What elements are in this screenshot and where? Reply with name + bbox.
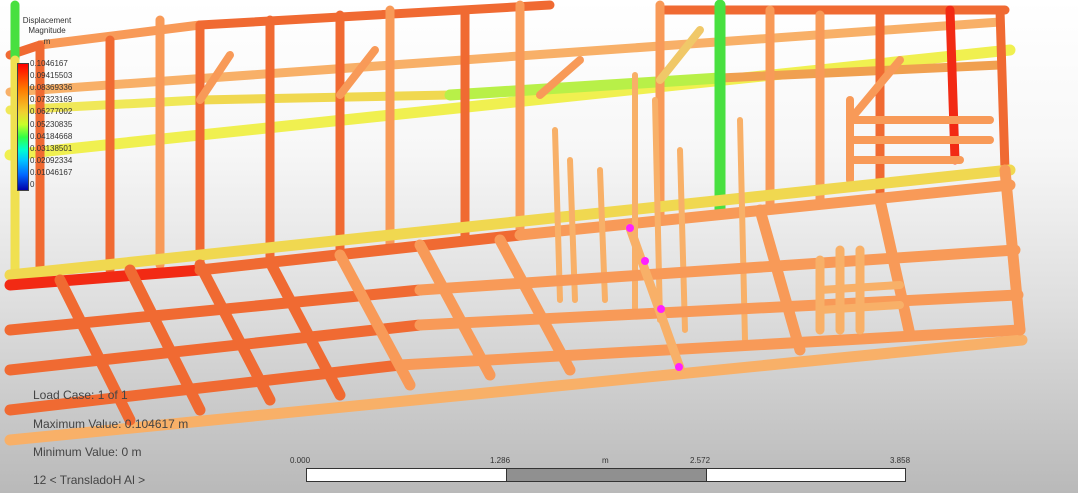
legend-tick: 0.01046167: [30, 168, 73, 177]
step-label: 12 < TransladoH Al >: [33, 473, 146, 487]
legend-tick: 0.07323169: [30, 95, 73, 104]
legend-tick: 0.1046167: [30, 59, 68, 68]
scale-segment: [506, 468, 707, 482]
legend-tick: 0.09415503: [30, 71, 73, 80]
displacement-legend: Displacement Magnitude m 0.1046167 0.094…: [12, 14, 82, 194]
legend-title-line2: Magnitude: [28, 26, 66, 35]
scale-bar: 0.000 1.286 m 2.572 3.858: [290, 456, 910, 486]
legend-tick: 0.06277002: [30, 107, 73, 116]
legend-tick: 0.03138501: [30, 144, 73, 153]
load-case-label: Load Case: 1 of 1: [33, 388, 128, 402]
legend-tick: 0.05230835: [30, 120, 73, 129]
legend-tick: 0: [30, 180, 35, 189]
legend-tick: 0.02092334: [30, 156, 73, 165]
max-value-label: Maximum Value: 0.104617 m: [33, 417, 189, 431]
legend-unit: m: [43, 37, 51, 46]
scale-segment: [706, 468, 906, 482]
legend-title-line1: Displacement: [22, 16, 72, 25]
scale-label: 1.286: [490, 456, 511, 465]
scale-label: 0.000: [290, 456, 311, 465]
scale-unit-label: m: [602, 456, 609, 465]
scale-label: 2.572: [690, 456, 711, 465]
frame-beams: [4, 0, 1028, 446]
scale-label: 3.858: [890, 456, 911, 465]
legend-tick: 0.08369336: [30, 83, 73, 92]
legend-tick: 0.04184668: [30, 132, 73, 141]
node-markers: [626, 224, 683, 371]
scale-segment: [306, 468, 507, 482]
legend-color-bar: [17, 63, 29, 191]
min-value-label: Minimum Value: 0 m: [33, 445, 142, 459]
